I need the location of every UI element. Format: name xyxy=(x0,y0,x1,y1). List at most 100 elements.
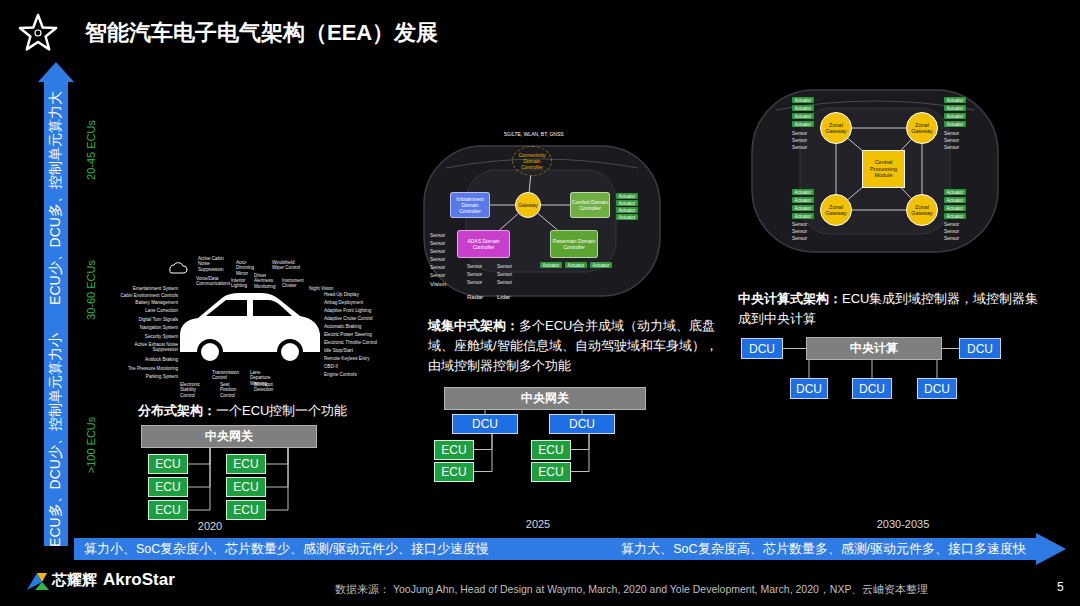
function-label: Voice/Data Communications xyxy=(196,276,226,287)
sensor-label: Sensor xyxy=(430,241,445,247)
actuator-box: Actuator xyxy=(565,262,587,268)
function-label: Electric Power Steering xyxy=(324,332,372,337)
node-text: Actuator xyxy=(944,98,966,103)
node-text: ECU xyxy=(435,465,473,479)
node-text: Actuator xyxy=(792,190,814,195)
actuator-box: Actuator xyxy=(944,105,966,111)
node-text: Actuator xyxy=(540,263,562,268)
node-text: Actuator xyxy=(792,122,814,127)
dcu-box: DCU xyxy=(549,414,615,434)
node-text: Actuator xyxy=(565,263,587,268)
node-text: DCU xyxy=(550,417,614,431)
dcu-box: DCU xyxy=(959,338,1001,359)
actuator-box: Actuator xyxy=(944,189,966,195)
logo-text: 芯耀辉 xyxy=(52,571,97,590)
cloud-icon xyxy=(170,263,187,273)
car-topview xyxy=(752,90,998,252)
zonal-gateway-circle: Zonal Gateway xyxy=(820,194,852,226)
node-text: ECU xyxy=(149,503,187,517)
sensor-label: Sensor xyxy=(792,229,807,235)
sensor-label: Sensor xyxy=(792,222,807,228)
node-text: DCU xyxy=(960,342,1000,356)
connector-line xyxy=(809,360,810,378)
sensor-label: Sensor xyxy=(792,236,807,242)
connector-line xyxy=(266,448,288,465)
actuator-box: Actuator xyxy=(944,121,966,127)
sensor-label: Sensor xyxy=(944,236,959,242)
node-text: DCU xyxy=(853,382,891,396)
node-text: ECU xyxy=(227,480,265,494)
ecu-box: ECU xyxy=(434,440,474,460)
network-label: 5G/LTE, WLAN, BT, GNSS xyxy=(504,131,564,137)
sensor-label: Vision xyxy=(430,281,446,288)
function-label: Active Cabin Noise Suppression xyxy=(198,256,228,272)
domain-controller-box: Comfort Domain Controller xyxy=(570,192,610,218)
connector-line xyxy=(901,140,911,150)
actuator-box: Actuator xyxy=(540,262,562,268)
actuator-box: Actuator xyxy=(616,214,638,220)
actuator-box: Actuator xyxy=(944,197,966,203)
gateway-box: 中央计算 xyxy=(806,337,942,360)
node-text: Powertrain Domain Controller xyxy=(551,238,597,250)
actuator-box: Actuator xyxy=(792,105,814,111)
year-label: 2025 xyxy=(526,518,550,530)
sensor-label: Sensor xyxy=(430,273,445,279)
actuator-box: Actuator xyxy=(792,97,814,103)
node-text: Actuator xyxy=(616,215,638,220)
node-text: DCU xyxy=(791,382,827,396)
connector-line xyxy=(188,448,210,488)
actuator-box: Actuator xyxy=(944,213,966,219)
node-text: ECU xyxy=(227,503,265,517)
ecu-box: ECU xyxy=(148,454,188,474)
zonal-gateway-circle: Zonal Gateway xyxy=(906,112,938,144)
domain-controller-box: Powertrain Domain Controller xyxy=(550,230,598,258)
function-label: Parking System xyxy=(146,374,178,379)
actuator-box: Actuator xyxy=(616,200,638,206)
node-text: Actuator xyxy=(616,201,638,206)
function-label: Electronic Stability Control xyxy=(180,382,212,398)
axis-text: 算力大、SoC复杂度高、芯片数量多、感测/驱动元件多、接口多速度快 xyxy=(621,541,1026,558)
caption-text: 一个ECU控制一个功能 xyxy=(216,403,347,418)
sensor-label: Sensor xyxy=(430,249,445,255)
node-text: Actuator xyxy=(944,190,966,195)
actuator-box: Actuator xyxy=(792,121,814,127)
node-text: Actuator xyxy=(944,106,966,111)
year-label: 2020 xyxy=(198,520,222,532)
connectivity-controller: Connectivity Domain Controller xyxy=(512,146,552,176)
actuator-box: Actuator xyxy=(792,205,814,211)
function-label: Driver Alertness Monitoring xyxy=(254,273,280,289)
connector-line xyxy=(848,188,862,200)
ecu-box: ECU xyxy=(531,462,571,482)
band-body xyxy=(74,533,1066,565)
connector-line xyxy=(490,205,515,206)
actuator-box: Actuator xyxy=(944,97,966,103)
connector-line xyxy=(266,448,288,488)
node-text: Actuator xyxy=(944,206,966,211)
connector-line xyxy=(266,448,288,511)
domain-controller-box: Infotainment Domain Controller xyxy=(450,192,490,218)
node-text: Connectivity Domain Controller xyxy=(513,152,551,170)
domain-controller-box: ADAS Domain Controller xyxy=(457,230,510,258)
node-text: ECU xyxy=(532,443,570,457)
ecu-box: ECU xyxy=(226,454,266,474)
function-label: Head-Up Display xyxy=(324,292,359,297)
brand-star xyxy=(20,15,56,49)
connector-line xyxy=(571,434,589,472)
dcu-box: DCU xyxy=(741,338,783,359)
node-text: DCU xyxy=(453,417,517,431)
axis-text: 算力小、SoC复杂度小、芯片数量少、感测/驱动元件少、接口少速度慢 xyxy=(84,541,489,558)
ecu-count: 30-60 ECUs xyxy=(85,260,97,320)
page-number: 5 xyxy=(1057,580,1064,594)
sensor-label: Sensor xyxy=(430,265,445,271)
function-label: Seat Position Control xyxy=(220,382,246,398)
actuator-box: Actuator xyxy=(590,262,612,268)
node-text: Infotainment Domain Controller xyxy=(451,196,489,214)
sensor-label: Sensor xyxy=(497,264,512,270)
function-label: Automatic Braking xyxy=(324,324,361,329)
connector-line xyxy=(500,214,519,230)
function-label: Navigation System xyxy=(140,325,178,330)
connector-line xyxy=(852,210,906,211)
car-wheel xyxy=(201,343,219,361)
function-label: Airbag Deployment xyxy=(324,300,363,305)
